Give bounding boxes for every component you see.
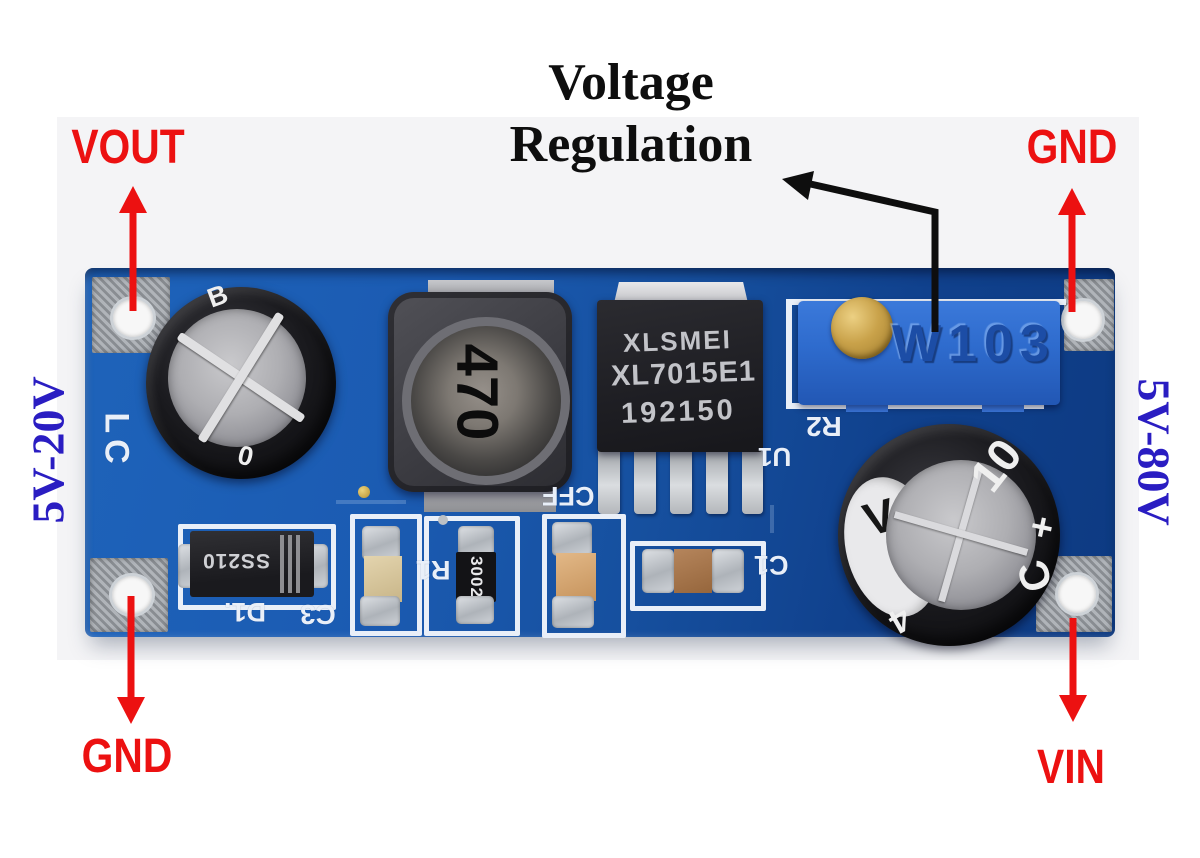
ic-marking-brand: XLSMEI xyxy=(622,324,733,358)
pot-silk-left xyxy=(786,299,792,409)
silkscreen-c3: C3 xyxy=(300,599,336,630)
vin-label: VIN xyxy=(1036,741,1106,794)
diode-marking: SS210 xyxy=(202,549,271,572)
c3-solder xyxy=(360,596,400,626)
ic-marking-lot: 192150 xyxy=(620,394,737,430)
cff-capacitor xyxy=(556,553,596,601)
c3-capacitor xyxy=(364,556,402,602)
silkscreen-r1: R1 xyxy=(416,555,451,585)
silkscreen-u1: U1 xyxy=(758,442,792,472)
c3-silk-outline xyxy=(350,514,422,636)
cff-solder xyxy=(552,596,594,628)
ic-leg xyxy=(598,450,620,514)
pad-gnd-top-hole xyxy=(1061,298,1105,342)
ic-leg xyxy=(670,450,692,514)
silkscreen-d1: D1. xyxy=(224,597,267,627)
pad-vin-hole xyxy=(1055,572,1099,616)
inductor-marking: 470 xyxy=(444,343,510,441)
c1-capacitor xyxy=(674,549,712,593)
pcb-trace xyxy=(770,505,774,533)
r1-silk-outline xyxy=(424,516,520,636)
diode-band xyxy=(296,535,300,593)
ic-marking-part: XL7015E1 xyxy=(610,355,757,393)
input-range-label: 5V-80V xyxy=(1128,378,1180,526)
title-line-2: Regulation xyxy=(509,116,753,173)
diode-band xyxy=(280,535,284,593)
c1-solder xyxy=(642,549,674,593)
pot-silk-bottom xyxy=(786,403,1044,409)
silkscreen-r2: R2 xyxy=(806,411,842,442)
inductor-core xyxy=(402,317,570,485)
title-line-1: Voltage xyxy=(548,54,714,111)
cff-silk-outline xyxy=(542,514,626,638)
r1-solder xyxy=(456,596,494,624)
c3-solder xyxy=(362,526,400,560)
gnd-bottom-label: GND xyxy=(81,730,173,783)
ic-package: XLSMEI XL7015E1 192150 xyxy=(597,300,763,452)
regulator-ic: XLSMEI XL7015E1 192150 xyxy=(597,281,763,515)
pad-gnd-bottom xyxy=(90,558,168,632)
input-capacitor: V 10 + C 4 xyxy=(830,424,1065,646)
r1-resistor: 3002 xyxy=(456,552,496,602)
ic-leg xyxy=(706,450,728,514)
inductor: 470 xyxy=(388,280,572,512)
vout-label: VOUT xyxy=(71,121,185,174)
gold-via xyxy=(358,486,370,498)
silver-via xyxy=(438,515,448,525)
pad-gnd-top xyxy=(1061,279,1114,351)
diode-band xyxy=(288,535,292,593)
ic-leg xyxy=(634,450,656,514)
pcb-trace xyxy=(336,500,406,504)
ic-leg xyxy=(742,450,763,514)
gnd-top-label: GND xyxy=(1026,121,1118,174)
c1-solder xyxy=(712,549,744,593)
silkscreen-c1: C1 xyxy=(754,550,789,580)
output-capacitor: B 0 xyxy=(146,279,336,479)
annotation-title: Voltage Regulation xyxy=(510,52,753,176)
r1-marking: 3002 xyxy=(467,556,486,598)
cff-solder xyxy=(552,522,592,556)
r1-solder xyxy=(458,526,494,556)
silkscreen-cff: CFF xyxy=(542,481,595,511)
c1-silk-outline xyxy=(630,541,766,611)
pad-gnd-bottom-hole xyxy=(109,573,155,617)
pot-adjust-screw xyxy=(831,297,893,359)
schottky-diode: SS210 xyxy=(190,531,314,597)
pot-marking: W103 xyxy=(892,315,1056,373)
output-range-label: 5V-20V xyxy=(22,376,74,524)
silkscreen-lc: LC xyxy=(97,412,136,470)
